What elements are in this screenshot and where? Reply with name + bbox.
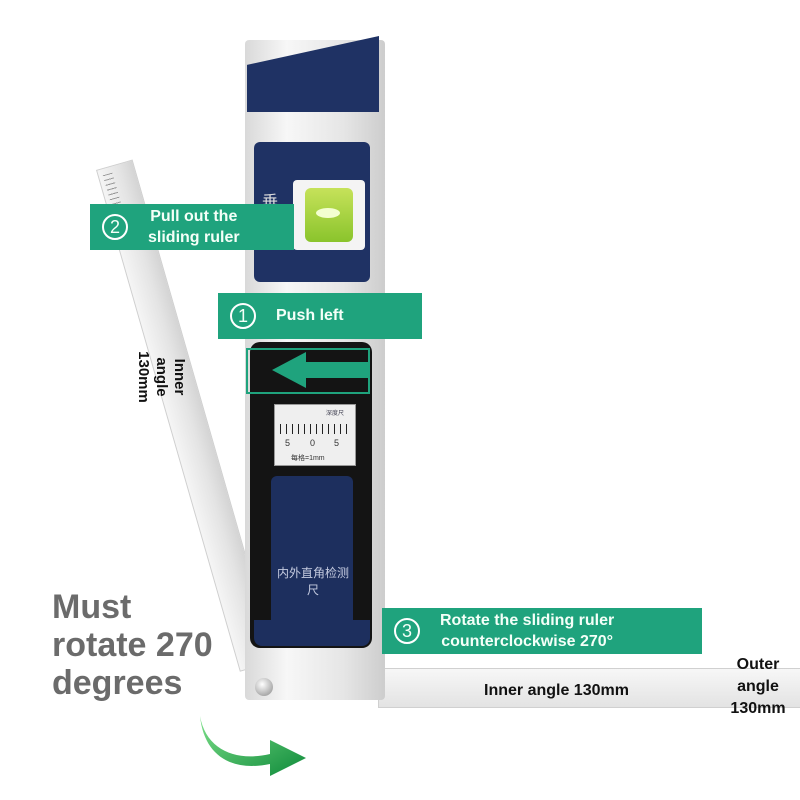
rotate-headline: Must rotate 270 degrees (52, 588, 213, 702)
product-name: 内外直角检测尺 (276, 566, 349, 597)
left-arrow-icon (272, 352, 306, 388)
step-1-callout: 1 Push left (218, 293, 422, 339)
step-number: 2 (102, 214, 128, 240)
outer-angle-label: Outer angle 130mm (718, 654, 798, 720)
label-line: 130mm (135, 351, 152, 403)
label-line: 130mm (730, 700, 786, 717)
headline-line: rotate 270 (52, 626, 213, 664)
label-line: angle (737, 678, 779, 695)
slider-foot (254, 620, 370, 646)
gauge-unit: 每格=1mm (291, 455, 325, 462)
step-text: Pull out the sliding ruler (148, 206, 240, 248)
label-line: angle (153, 357, 170, 397)
inner-angle-vertical-label: Inner angle 130mm (134, 312, 188, 442)
step-text-line: Rotate the sliding ruler (440, 612, 615, 629)
gauge-number: 5 (334, 438, 340, 448)
gauge-title: 深度尺 (326, 411, 345, 417)
step-text-line: Pull out the (150, 208, 238, 225)
step-2-callout: 2 Pull out the sliding ruler (90, 204, 294, 250)
rotate-arrow-icon (200, 716, 306, 776)
push-area-outline (246, 348, 370, 394)
pivot-screw (255, 678, 273, 696)
step-text-line: counterclockwise 270° (441, 633, 614, 650)
label-line: Inner (171, 358, 188, 396)
step-text: Push left (276, 307, 344, 324)
gauge-number: 0 (310, 438, 316, 448)
step-number: 3 (394, 618, 420, 644)
headline-line: degrees (52, 664, 183, 702)
label-line: Outer (736, 656, 780, 673)
sliding-ruler-horizontal[interactable] (378, 668, 800, 708)
slider-panel (271, 476, 353, 626)
depth-gauge (274, 404, 356, 466)
gauge-ticks (280, 424, 348, 434)
left-arrow-shaft (304, 362, 368, 378)
level-bubble (316, 208, 340, 218)
step-3-callout: 3 Rotate the sliding ruler counterclockw… (382, 608, 702, 654)
step-text-line: sliding ruler (148, 229, 240, 246)
step-number: 1 (230, 303, 256, 329)
step-text: Rotate the sliding ruler counterclockwis… (440, 610, 614, 652)
inner-angle-horizontal-label: Inner angle 130mm (484, 682, 629, 699)
headline-line: Must (52, 588, 132, 626)
gauge-number: 5 (285, 438, 291, 448)
